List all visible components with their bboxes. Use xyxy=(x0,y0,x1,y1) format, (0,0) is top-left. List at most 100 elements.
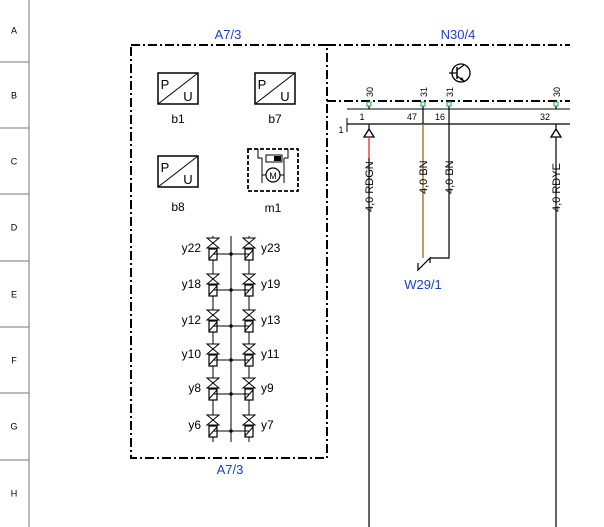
connector-side-label: 1 xyxy=(338,125,343,135)
row-label-e: E xyxy=(11,289,17,299)
row-dividers xyxy=(0,61,29,461)
valve-junction-dot xyxy=(229,358,233,362)
motor-m1-symbol: M xyxy=(269,171,277,181)
wire-rdgn: 4,0 RDGN xyxy=(362,124,376,527)
wire-bn-1: 4,0 BN xyxy=(418,124,430,258)
module-n30-4-title: N30/4 xyxy=(441,27,476,42)
valve-row: y8 y9 xyxy=(188,377,274,401)
valve-row: y22 y23 xyxy=(182,237,281,261)
transistor-icon xyxy=(449,63,471,83)
ground-w29-1: W29/1 xyxy=(404,256,442,292)
pin-3-marker xyxy=(446,101,452,107)
valve-label-left: y18 xyxy=(182,277,202,291)
valve-row: y10 y11 xyxy=(182,343,280,367)
solenoid-valve-icon xyxy=(205,273,221,297)
row-label-b: B xyxy=(11,90,17,100)
wire-rdgn-label: 4,0 RDGN xyxy=(364,161,376,212)
sensor-b1-u: U xyxy=(183,89,192,104)
pin-2-marker xyxy=(420,101,426,107)
sensor-b7-p: P xyxy=(258,77,267,92)
solenoid-valve-icon xyxy=(241,414,257,438)
sensor-b8-label: b8 xyxy=(171,200,185,214)
valve-label-right: y13 xyxy=(261,313,281,327)
motor-m1-label: m1 xyxy=(265,201,282,215)
valve-junction-dot xyxy=(229,288,233,292)
wires: 4,0 RDGN 4,0 BN 4,0 BN W29/1 4,0 RDYE xyxy=(362,124,563,527)
valve-junction-dot xyxy=(229,429,233,433)
row-label-strip: A B C D E F G H xyxy=(0,0,30,527)
pin-4-top-label: 30 xyxy=(552,87,562,97)
row-label-f: F xyxy=(11,355,17,365)
valve-label-left: y12 xyxy=(182,313,202,327)
solenoid-valve-icon xyxy=(205,377,221,401)
module-a7-3-title-top: A7/3 xyxy=(215,27,242,42)
valve-row: y12 y13 xyxy=(182,309,281,333)
valve-junction-dot xyxy=(229,324,233,328)
wire-rdye: 4,0 RDYE xyxy=(549,124,563,527)
module-a7-3-border xyxy=(130,44,328,459)
pressure-sensor-b8: P U b8 xyxy=(157,155,199,214)
wire-rdye-connector-icon xyxy=(549,127,563,138)
pin-3-bottom-label: 16 xyxy=(435,112,445,122)
connector-strip: 1 30 1 31 47 31 16 30 32 xyxy=(338,87,570,135)
module-n30-4: N30/4 xyxy=(327,27,570,102)
solenoid-valve-icon xyxy=(241,343,257,367)
motor-m1: M m1 xyxy=(247,148,299,215)
pin-4: 30 32 xyxy=(540,87,562,122)
row-label-a: A xyxy=(11,25,17,35)
valve-label-left: y10 xyxy=(182,347,202,361)
pin-1-top-label: 30 xyxy=(365,87,375,97)
valve-label-left: y8 xyxy=(188,381,201,395)
sensor-b1-label: b1 xyxy=(171,112,185,126)
valve-label-right: y7 xyxy=(261,418,274,432)
pin-1-bottom-label: 1 xyxy=(359,112,364,122)
valve-label-right: y23 xyxy=(261,241,281,255)
pin-2: 31 47 xyxy=(407,87,429,124)
sensor-b7-u: U xyxy=(280,89,289,104)
sensor-b7-label: b7 xyxy=(268,112,282,126)
wire-bn-2: 4,0 BN xyxy=(430,124,456,259)
solenoid-valve-icon xyxy=(205,414,221,438)
pin-1-marker xyxy=(366,101,372,107)
sensor-b8-u: U xyxy=(183,172,192,187)
valve-row: y6 y7 xyxy=(188,414,274,438)
ground-w29-1-label: W29/1 xyxy=(404,277,442,292)
valve-junction-dot xyxy=(229,252,233,256)
valve-label-left: y6 xyxy=(188,418,201,432)
wire-bn-1-label: 4,0 BN xyxy=(418,160,430,194)
pin-2-top-label: 31 xyxy=(419,87,429,97)
valve-label-right: y19 xyxy=(261,277,281,291)
solenoid-valve-icon xyxy=(205,237,221,261)
pin-2-bottom-label: 47 xyxy=(407,112,417,122)
ground-icon xyxy=(417,256,431,272)
pin-3-top-label: 31 xyxy=(445,87,455,97)
motor-m1-border xyxy=(247,148,299,192)
pin-1: 30 1 xyxy=(359,87,375,122)
sensor-b8-p: P xyxy=(161,160,170,175)
valve-junction-dot xyxy=(229,392,233,396)
module-a7-3: A7/3 A7/3 P U b1 P U b7 P U b8 xyxy=(130,27,328,477)
row-label-h: H xyxy=(11,488,18,498)
pin-4-marker xyxy=(553,101,559,107)
row-label-c: C xyxy=(11,156,18,166)
wire-bn-2-label: 4,0 BN xyxy=(444,160,456,194)
solenoid-valve-icon xyxy=(241,273,257,297)
pressure-sensor-b7: P U b7 xyxy=(254,72,296,126)
wire-rdye-label: 4,0 RDYE xyxy=(551,163,563,212)
valve-label-right: y9 xyxy=(261,381,274,395)
wire-rdgn-connector-icon xyxy=(362,127,376,138)
solenoid-valve-icon xyxy=(205,309,221,333)
solenoid-valve-icon xyxy=(241,309,257,333)
pin-4-bottom-label: 32 xyxy=(540,112,550,122)
sensor-b1-p: P xyxy=(161,77,170,92)
solenoid-valve-icon xyxy=(241,377,257,401)
row-label-d: D xyxy=(11,222,18,232)
motor-icon xyxy=(265,167,281,183)
row-label-g: G xyxy=(10,421,17,431)
solenoid-valve-icon xyxy=(205,343,221,367)
valve-row: y18 y19 xyxy=(182,273,281,297)
valve-label-left: y22 xyxy=(182,241,202,255)
valve-label-right: y11 xyxy=(261,347,280,361)
solenoid-valve-icon xyxy=(241,237,257,261)
